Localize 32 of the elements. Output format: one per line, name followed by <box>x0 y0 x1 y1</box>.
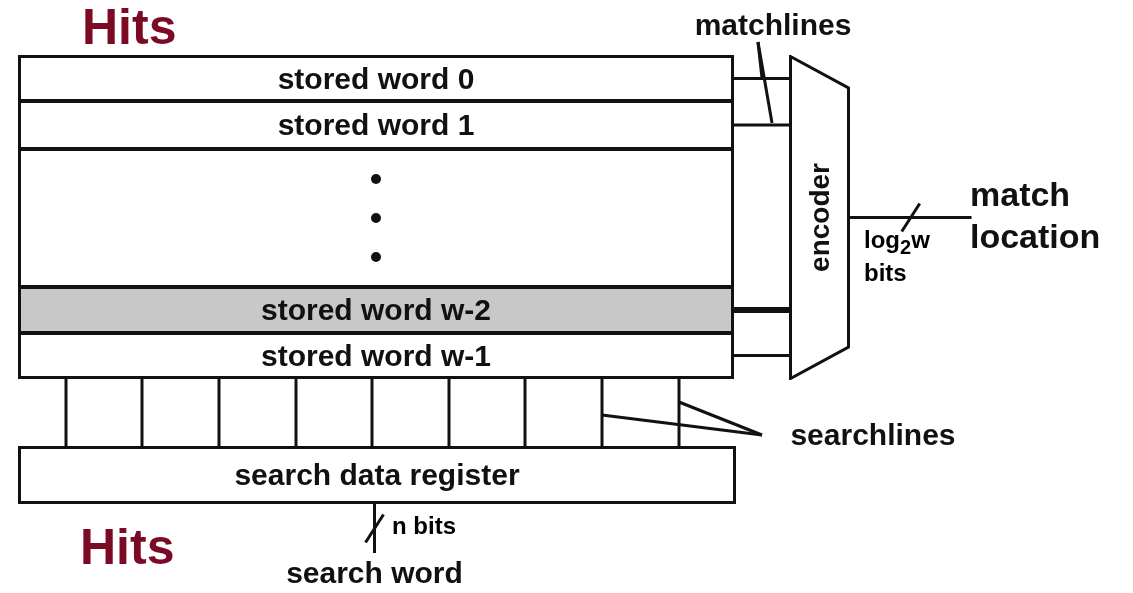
memory-row <box>18 148 734 288</box>
signal-line <box>370 379 374 446</box>
leader-line <box>756 41 774 124</box>
memory-row: stored word w-1 <box>18 332 734 379</box>
signal-line <box>140 379 144 446</box>
signal-line <box>734 77 791 80</box>
signal-line <box>734 354 791 357</box>
signal-line <box>217 379 221 446</box>
active-signal-line <box>734 307 791 313</box>
signal-line <box>734 123 791 127</box>
text-label: match location <box>970 170 1130 260</box>
edge-label: n bits <box>392 512 457 541</box>
heading-text: Hits <box>82 2 177 52</box>
signal-line <box>850 216 972 219</box>
memory-row: stored word w-2 <box>18 286 734 334</box>
signal-line <box>447 379 451 446</box>
signal-line <box>64 379 68 446</box>
leader-line <box>678 400 763 437</box>
register-box: search data register <box>18 446 736 504</box>
callout-label: searchlines <box>762 416 984 454</box>
encoder-block: encoder <box>789 55 850 380</box>
memory-row: stored word 1 <box>18 100 734 150</box>
signal-line <box>600 379 604 446</box>
callout-label: matchlines <box>664 6 882 44</box>
signal-line <box>677 379 681 446</box>
heading-text: Hits <box>80 522 175 572</box>
signal-line <box>373 504 376 553</box>
signal-line <box>294 379 298 446</box>
memory-row: stored word 0 <box>18 55 734 102</box>
edge-label: log$_{2}$w bits <box>864 226 931 288</box>
signal-line <box>523 379 527 446</box>
text-label: search word <box>252 553 497 593</box>
